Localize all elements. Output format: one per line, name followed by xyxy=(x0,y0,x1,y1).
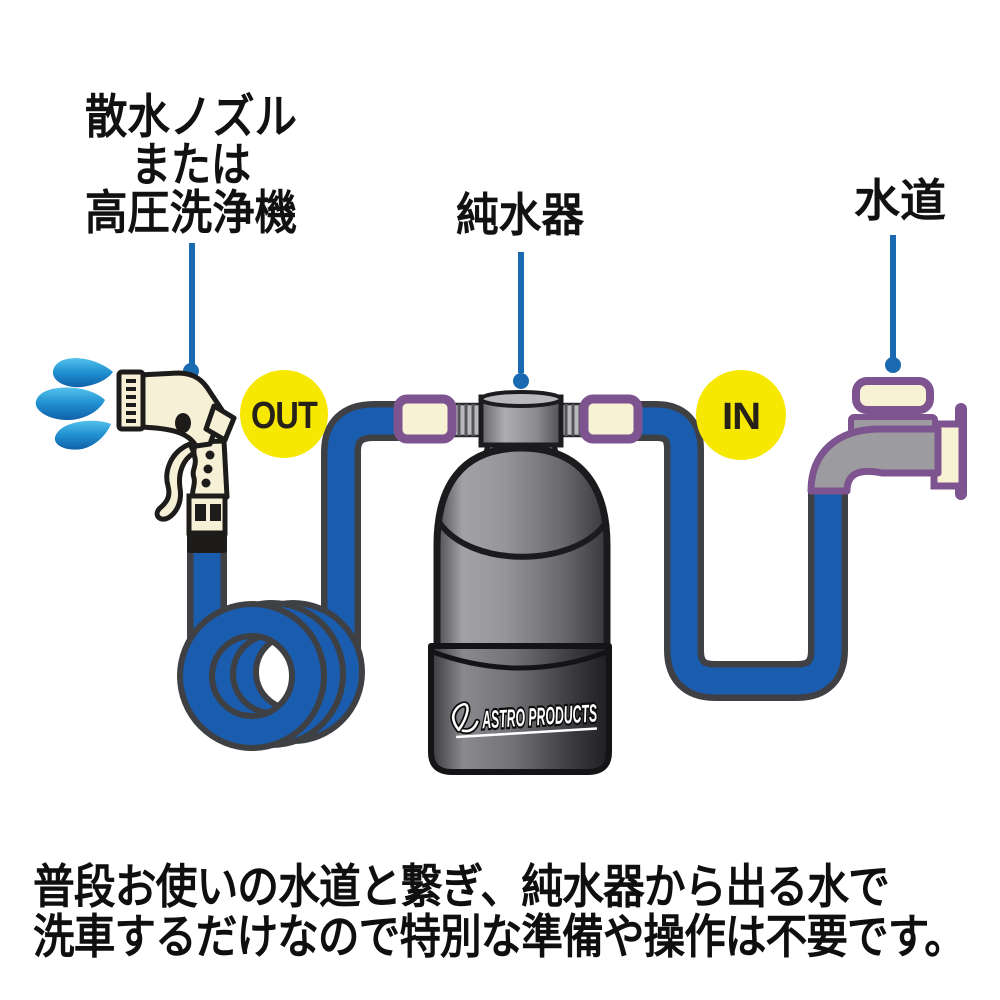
in-connector xyxy=(551,394,643,444)
nozzle-label-line1: 散水ノズル xyxy=(85,90,297,143)
flow-badges: OUT IN xyxy=(240,370,786,460)
brand-logo: ASTRO PRODUCTS xyxy=(450,697,600,739)
tank-cap-top xyxy=(479,390,563,408)
nozzle-slit xyxy=(126,419,136,423)
in-badge-label: IN xyxy=(722,396,760,438)
nozzle-pivot xyxy=(175,413,191,433)
tank-shoulder-seam xyxy=(436,520,608,560)
hose-out-segment xyxy=(321,401,432,676)
caption-line2: 洗車するだけなので特別な準備や操作は不要です。 xyxy=(33,910,965,963)
nozzle-side-knob xyxy=(203,403,237,443)
hose-coil xyxy=(177,600,365,751)
tank-base xyxy=(428,643,612,775)
faucet-handle xyxy=(852,377,934,414)
hose-coupling-band xyxy=(187,531,227,553)
out-badge-label: OUT xyxy=(251,395,318,437)
tank-base-lip xyxy=(432,649,608,671)
grip-dot xyxy=(201,478,211,488)
quick-connector xyxy=(393,394,457,444)
purifier-leader-dot xyxy=(513,373,529,389)
logo-underline xyxy=(456,727,597,739)
leader-lines xyxy=(183,235,901,389)
nozzle-label-line2: または xyxy=(131,138,251,191)
quick-connector xyxy=(579,394,643,444)
hose-outline xyxy=(610,401,848,701)
water-droplet-icon xyxy=(54,420,111,450)
purifier-label: 純水器 xyxy=(456,189,585,241)
grip-dot xyxy=(205,450,215,460)
nozzle-head xyxy=(116,369,146,432)
labels: 散水ノズル または 高圧洗浄機 純水器 水道 xyxy=(85,90,946,241)
spray-nozzle xyxy=(116,369,237,553)
nozzle-slit xyxy=(126,379,136,383)
nozzle-slit xyxy=(126,403,136,407)
water-spray xyxy=(35,358,113,450)
faucet xyxy=(807,377,967,500)
caption: 普段お使いの水道と繋ぎ、純水器から出る水で 洗車するだけなので特別な準備や操作は… xyxy=(33,860,966,963)
caption-line1: 普段お使いの水道と繋ぎ、純水器から出る水で xyxy=(33,860,889,913)
out-connector xyxy=(393,394,491,444)
water-droplet-icon xyxy=(35,387,106,421)
astro-logo-text: ASTRO PRODUCTS xyxy=(481,699,598,734)
nozzle-trigger xyxy=(154,441,197,522)
nozzle-slit xyxy=(126,411,136,415)
nozzle-slit xyxy=(126,387,136,391)
faucet-body xyxy=(807,425,942,495)
out-badge xyxy=(240,370,328,458)
block-vent xyxy=(195,504,206,521)
astro-logo-mark xyxy=(451,703,479,733)
nozzle-label-line3: 高圧洗浄機 xyxy=(85,186,297,239)
grip-dot xyxy=(203,464,213,474)
water-droplet-icon xyxy=(52,358,113,388)
tap-label: 水道 xyxy=(854,175,946,226)
purifier-tank: ASTRO PRODUCTS xyxy=(428,390,612,775)
block-vent xyxy=(210,504,221,521)
in-badge xyxy=(696,370,786,460)
nozzle-body xyxy=(136,370,225,449)
hose-core xyxy=(616,407,842,695)
tap-leader-dot xyxy=(885,357,901,373)
hose-core xyxy=(327,407,426,670)
coil-loop xyxy=(183,607,321,745)
nozzle-slit xyxy=(126,395,136,399)
hose-in-segment xyxy=(610,401,848,701)
